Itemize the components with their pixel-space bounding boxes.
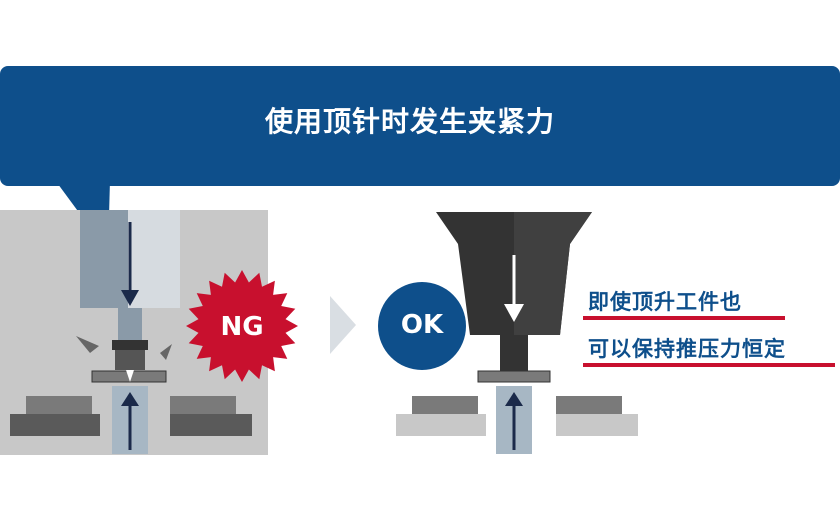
ng-base-left (10, 414, 100, 436)
ok-base-right-top (556, 396, 622, 414)
ng-pin-shaft (118, 308, 142, 344)
caption-underline-2 (583, 363, 835, 367)
ok-badge (378, 282, 466, 370)
speech-banner (0, 66, 840, 186)
ng-chip-left (76, 336, 99, 353)
ng-pin-housing-shade (80, 210, 128, 308)
ok-base-right (556, 414, 638, 436)
ok-press-shaft (500, 335, 528, 371)
ng-pusher-tip (115, 350, 145, 370)
ng-down-arrow-head (121, 290, 139, 306)
ok-panel (396, 212, 638, 454)
ok-down-arrow-head (504, 304, 524, 322)
transition-chevron (330, 296, 356, 354)
banner-title: 使用顶针时发生夹紧力 (264, 105, 555, 138)
ng-chip-right (160, 344, 172, 360)
ng-pusher-cap (112, 340, 148, 350)
ng-badge-label: NG (220, 312, 264, 342)
ng-crack (126, 370, 134, 382)
ok-badge-label: OK (400, 310, 444, 340)
ok-press-head-right (514, 212, 592, 335)
ng-up-arrow-head (121, 392, 139, 406)
ok-base-left (396, 414, 486, 436)
caption-underline-1 (583, 316, 785, 320)
ng-base-left-top (26, 396, 92, 414)
ng-base-right (170, 414, 252, 436)
ok-caption-line2: 可以保持推压力恒定 (588, 337, 786, 361)
ng-base-right-top (170, 396, 236, 414)
ok-base-left-top (412, 396, 478, 414)
ok-workpiece (477, 370, 551, 383)
ok-caption-line1: 即使顶升工件也 (588, 290, 742, 314)
ng-badge (186, 270, 298, 382)
ok-up-arrow-head (505, 392, 523, 406)
ng-panel (0, 210, 268, 455)
